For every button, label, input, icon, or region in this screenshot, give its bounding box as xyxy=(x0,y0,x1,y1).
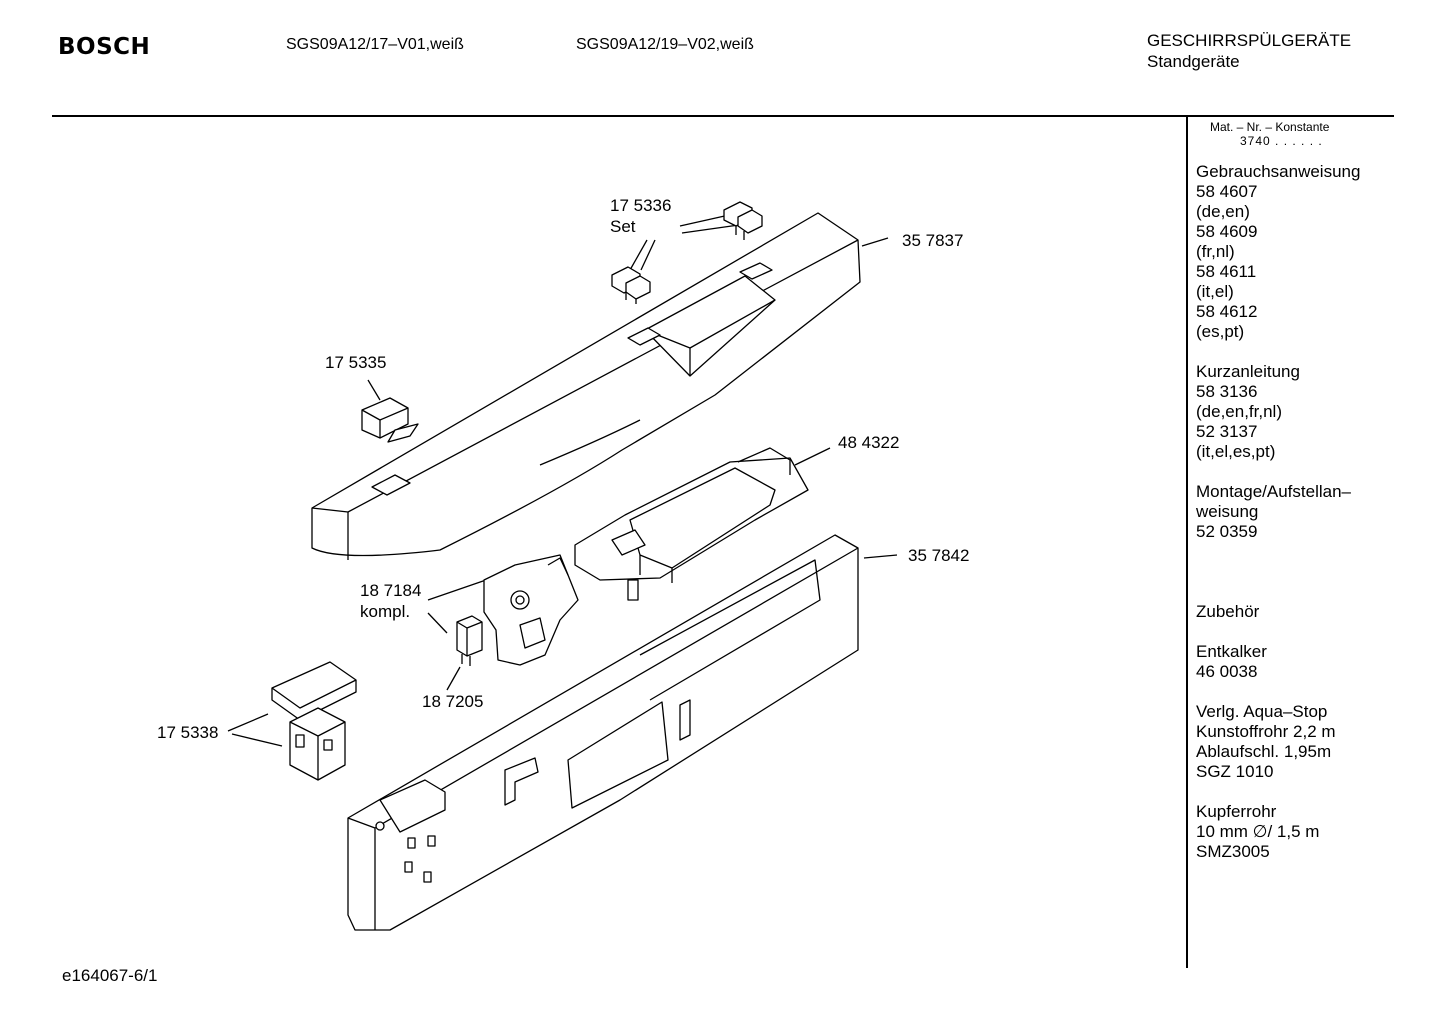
section-title: Montage/Aufstellan– xyxy=(1196,482,1351,501)
brand-logo: BOSCH xyxy=(58,34,151,60)
mat-nr-value: 3740 . . . . . . xyxy=(1240,134,1323,148)
section-line: Ablaufschl. 1,95m xyxy=(1196,742,1332,761)
exploded-parts-diagram: 17 5336 Set 35 7837 17 5335 48 4322 35 7… xyxy=(157,196,969,931)
part-label-175335: 17 5335 xyxy=(325,353,386,372)
section-line: (de,en) xyxy=(1196,202,1250,221)
section-line: SGZ 1010 xyxy=(1196,762,1274,781)
section-title: Gebrauchsanweisung xyxy=(1196,162,1361,181)
sidebar-divider xyxy=(1186,116,1188,968)
part-label-187205: 18 7205 xyxy=(422,692,483,711)
section-line: SMZ3005 xyxy=(1196,842,1270,861)
main-switch xyxy=(483,554,579,666)
section-line: (it,el) xyxy=(1196,282,1234,301)
section-line: 58 4609 xyxy=(1196,222,1258,241)
part-label-175336-sub: Set xyxy=(610,217,636,236)
section-line: 10 mm ∅/ 1,5 m xyxy=(1196,822,1320,841)
sidebar-section: Zubehör xyxy=(1196,602,1391,622)
sidebar-spacer xyxy=(1196,562,1391,582)
sidebar-section: Entkalker 46 0038 xyxy=(1196,642,1391,682)
sidebar-section: Kurzanleitung 58 3136 (de,en,fr,nl) 52 3… xyxy=(1196,362,1391,462)
sidebar-section: Kupferrohr 10 mm ∅/ 1,5 m SMZ3005 xyxy=(1196,802,1391,862)
section-line: (es,pt) xyxy=(1196,322,1245,341)
sidebar-section: Gebrauchsanweisung 58 4607 (de,en) 58 46… xyxy=(1196,162,1391,342)
section-line: 52 3137 xyxy=(1196,422,1258,441)
section-line: 58 4611 xyxy=(1196,262,1257,281)
diagram-code: e164067-6/1 xyxy=(62,966,158,985)
part-label-357837: 35 7837 xyxy=(902,231,963,250)
header-divider xyxy=(52,115,1394,117)
micro-switch xyxy=(456,615,483,666)
sidebar-section: Montage/Aufstellan– weisung 52 0359 xyxy=(1196,482,1391,542)
section-title: Kupferrohr xyxy=(1196,802,1277,821)
terminal-block xyxy=(271,661,357,781)
section-line: Kunstoffrohr 2,2 m xyxy=(1196,722,1336,741)
category-title: GESCHIRRSPÜLGERÄTE xyxy=(1147,31,1352,50)
section-line: (fr,nl) xyxy=(1196,242,1235,261)
model-number-1: SGS09A12/17–V01,weiß xyxy=(286,36,464,53)
part-label-484322: 48 4322 xyxy=(838,433,899,452)
section-line: 58 4607 xyxy=(1196,182,1258,201)
section-line: 46 0038 xyxy=(1196,662,1258,681)
part-label-357842: 35 7842 xyxy=(908,546,969,565)
part-label-175336: 17 5336 xyxy=(610,196,671,215)
part-label-187184-sub: kompl. xyxy=(360,602,410,621)
part-label-175338: 17 5338 xyxy=(157,723,218,742)
model-number-2: SGS09A12/19–V02,weiß xyxy=(576,36,754,53)
section-line: 58 4612 xyxy=(1196,302,1258,321)
front-panel xyxy=(311,212,861,560)
power-button xyxy=(361,397,419,443)
control-housing xyxy=(347,534,859,931)
section-line: 58 3136 xyxy=(1196,382,1258,401)
sidebar-section: Verlg. Aqua–Stop Kunstoffrohr 2,2 m Abla… xyxy=(1196,702,1391,782)
section-line: 52 0359 xyxy=(1196,522,1258,541)
section-line: (it,el,es,pt) xyxy=(1196,442,1276,461)
sidebar-docs: Gebrauchsanweisung 58 4607 (de,en) 58 46… xyxy=(1196,162,1391,882)
display-module xyxy=(574,447,809,601)
section-title: Verlg. Aqua–Stop xyxy=(1196,702,1328,721)
section-title: Kurzanleitung xyxy=(1196,362,1300,381)
section-title: Entkalker xyxy=(1196,642,1267,661)
mat-nr-label: Mat. – Nr. – Konstante xyxy=(1210,120,1330,134)
part-label-187184: 18 7184 xyxy=(360,581,421,600)
button-set xyxy=(611,201,763,304)
section-line: weisung xyxy=(1196,502,1259,521)
section-line: (de,en,fr,nl) xyxy=(1196,402,1282,421)
subcategory-title: Standgeräte xyxy=(1147,52,1240,71)
section-title: Zubehör xyxy=(1196,602,1260,621)
